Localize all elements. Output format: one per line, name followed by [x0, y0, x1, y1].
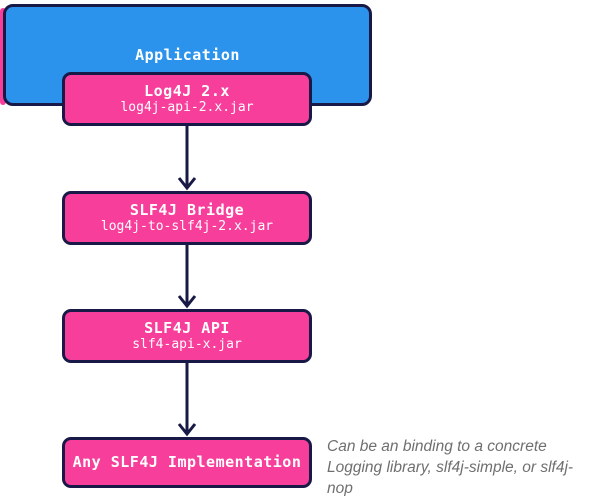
node-log4j-title: Log4J 2.x	[144, 81, 230, 100]
node-log4j-subtitle: log4j-api-2.x.jar	[120, 100, 254, 116]
node-slf4j-bridge-subtitle: log4j-to-slf4j-2.x.jar	[100, 219, 274, 235]
annotation-line: nop	[327, 480, 353, 496]
node-slf4j-api-subtitle: slf4-api-x.jar	[132, 337, 242, 353]
node-slf4j-api-title: SLF4J API	[144, 318, 230, 337]
annotation-line: Logging library, slf4j-simple, or slf4j-	[327, 459, 574, 476]
annotation-text: Can be an binding to a concrete Logging …	[327, 436, 603, 496]
annotation-line: Can be an binding to a concrete	[327, 438, 547, 455]
node-slf4j-bridge-title: SLF4J Bridge	[129, 200, 245, 219]
arrow-api-to-implementation	[177, 363, 197, 437]
node-slf4j-implementation: Any SLF4J Implementation	[62, 437, 312, 488]
node-slf4j-api: SLF4J API slf4-api-x.jar	[62, 309, 312, 363]
arrow-bridge-to-api	[177, 245, 197, 309]
node-slf4j-bridge: SLF4J Bridge log4j-to-slf4j-2.x.jar	[62, 191, 312, 245]
application-label: Application	[135, 46, 240, 64]
node-log4j: Log4J 2.x log4j-api-2.x.jar	[62, 72, 312, 126]
node-slf4j-implementation-title: Any SLF4J Implementation	[72, 453, 302, 472]
arrow-log4j-to-bridge	[177, 126, 197, 191]
